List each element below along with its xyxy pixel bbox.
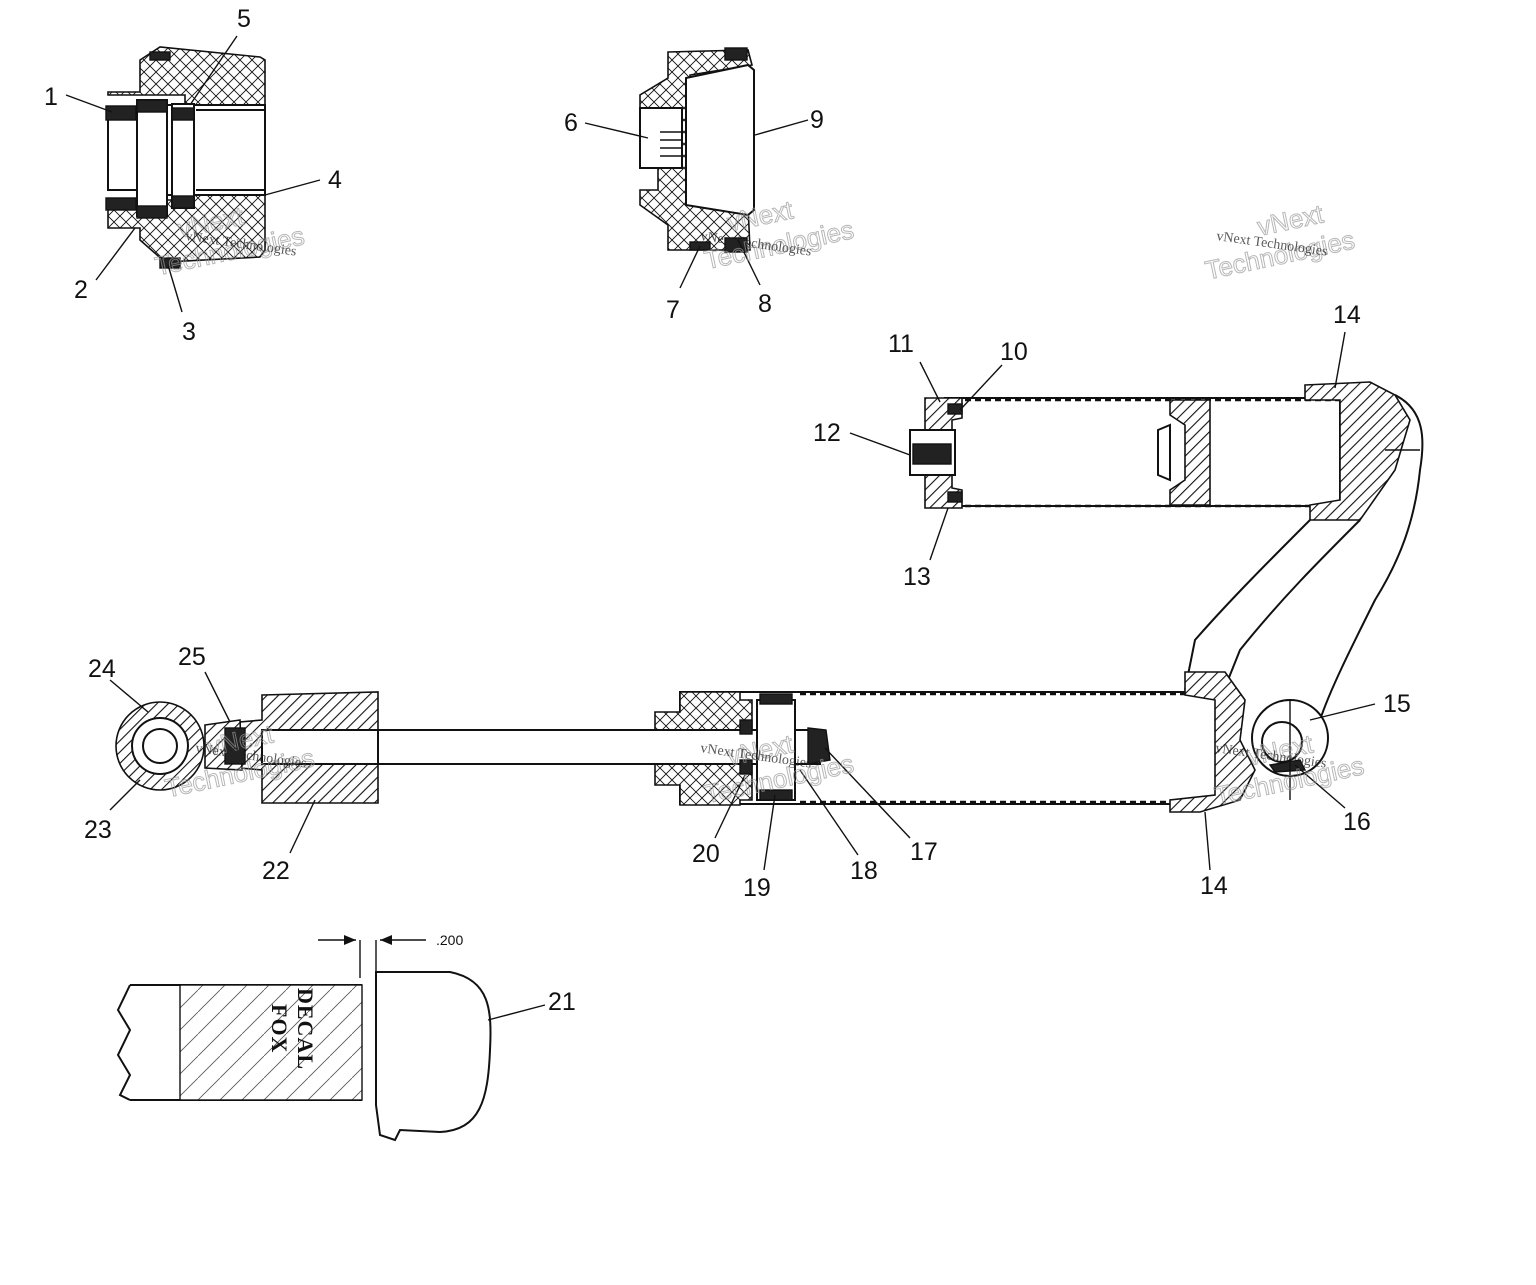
- callout-24: 24: [88, 655, 116, 683]
- callout-14-bottom: 14: [1200, 872, 1228, 900]
- callout-15: 15: [1383, 690, 1411, 718]
- callout-2: 2: [74, 276, 88, 304]
- callout-9: 9: [810, 106, 824, 134]
- callout-labels: 1 2 3 4 5 6 7 8 9 10 11 12 13 14 14 15 1…: [44, 5, 1411, 1016]
- callout-10: 10: [1000, 338, 1028, 366]
- callout-12: 12: [813, 419, 841, 447]
- callout-5: 5: [237, 5, 251, 33]
- callout-23: 23: [84, 816, 112, 844]
- shock-body-assembly: [359, 671, 1329, 813]
- reservoir-assembly: [909, 381, 1424, 721]
- decal-line-fox: FOX: [267, 1004, 292, 1053]
- callout-20: 20: [692, 840, 720, 868]
- decal-line-decal: DECAL: [293, 988, 318, 1070]
- callout-1: 1: [44, 83, 58, 111]
- callout-22: 22: [262, 857, 290, 885]
- callout-16: 16: [1343, 808, 1371, 836]
- callout-8: 8: [758, 290, 772, 318]
- callout-13: 13: [903, 563, 931, 591]
- callout-14-top: 14: [1333, 301, 1361, 329]
- rod-end-assembly: [115, 691, 379, 804]
- callout-3: 3: [182, 318, 196, 346]
- callout-25: 25: [178, 643, 206, 671]
- dimension-label: .200: [436, 932, 463, 948]
- callout-21: 21: [548, 988, 576, 1016]
- callout-11: 11: [888, 330, 914, 358]
- seal-head-assembly: [105, 46, 266, 269]
- callout-19: 19: [743, 874, 771, 902]
- callout-18: 18: [850, 857, 878, 885]
- leader-lines: [65, 35, 1376, 1021]
- callout-7: 7: [666, 296, 680, 324]
- decal-detail: .200 FOX DECAL: [116, 932, 492, 1142]
- callout-17: 17: [910, 838, 938, 866]
- callout-4: 4: [328, 166, 342, 194]
- callout-6: 6: [564, 109, 578, 137]
